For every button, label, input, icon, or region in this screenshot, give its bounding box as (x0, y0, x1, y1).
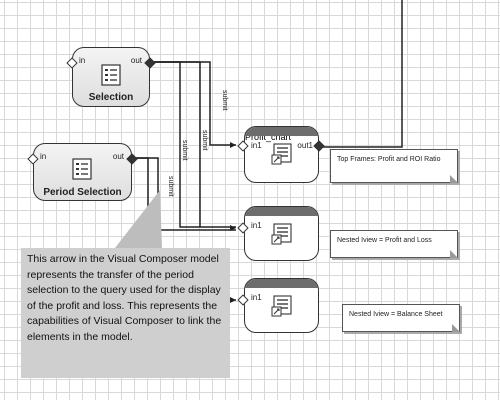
callout-text: This arrow in the Visual Composer model … (27, 253, 222, 343)
explanation-callout: This arrow in the Visual Composer model … (21, 248, 230, 378)
note-fold-icon (450, 175, 458, 183)
note-nested-balance-sheet[interactable]: Nested Iview = Balance Sheet (342, 304, 460, 332)
node-header-bar (245, 127, 318, 136)
period-selection-port-in: in (40, 152, 47, 161)
period-selection-label: Period Selection (43, 187, 122, 198)
form-icon (101, 64, 121, 86)
note-text: Nested Iview = Balance Sheet (349, 311, 443, 318)
wire-label-submit: submit (221, 90, 228, 111)
node-header-bar (245, 279, 318, 288)
selection-port-in: in (79, 56, 86, 65)
selection-node[interactable]: in out Selection (66, 47, 156, 107)
wire-selection-to-view3 (150, 61, 201, 227)
view-node-balance-sheet[interactable]: in1 (244, 278, 319, 333)
profit-chart-node[interactable]: in1 out1 Profit_chart (244, 126, 319, 183)
form-icon (72, 158, 92, 180)
view2-port-in: in1 (251, 221, 262, 230)
profit-chart-port-out: out1 (297, 141, 313, 150)
note-nested-profit-loss[interactable]: Nested Iview = Profit and Loss (330, 230, 458, 258)
note-fold-icon (452, 324, 460, 332)
note-fold-icon (450, 250, 458, 258)
callout-pointer (115, 190, 162, 248)
wire-top-right (318, 0, 403, 148)
note-text: Top Frames: Profit and ROI Ratio (337, 156, 441, 163)
period-selection-node[interactable]: in out Period Selection (27, 143, 138, 201)
wire-label-submit: submit (181, 140, 188, 161)
view-icon (271, 223, 292, 245)
profit-chart-port-in: in1 (251, 141, 262, 150)
selection-label: Selection (88, 92, 134, 103)
arrowhead (230, 142, 236, 148)
note-text: Nested Iview = Profit and Loss (337, 237, 432, 244)
period-selection-port-out: out (112, 152, 124, 161)
note-top-frames[interactable]: Top Frames: Profit and ROI Ratio (330, 149, 458, 183)
wire-label-submit: submit (167, 176, 174, 197)
chart-view-icon (271, 143, 292, 165)
wire-label-submit: submit (201, 130, 208, 151)
arrowhead (230, 297, 236, 303)
selection-port-out: out (130, 56, 142, 65)
node-header-bar (245, 207, 318, 216)
view3-port-in: in1 (251, 293, 262, 302)
profit-chart-label: Profit_chart (245, 132, 292, 142)
arrowhead (230, 225, 236, 231)
view-icon (271, 295, 292, 317)
view-node-profit-loss[interactable]: in1 (244, 206, 319, 261)
